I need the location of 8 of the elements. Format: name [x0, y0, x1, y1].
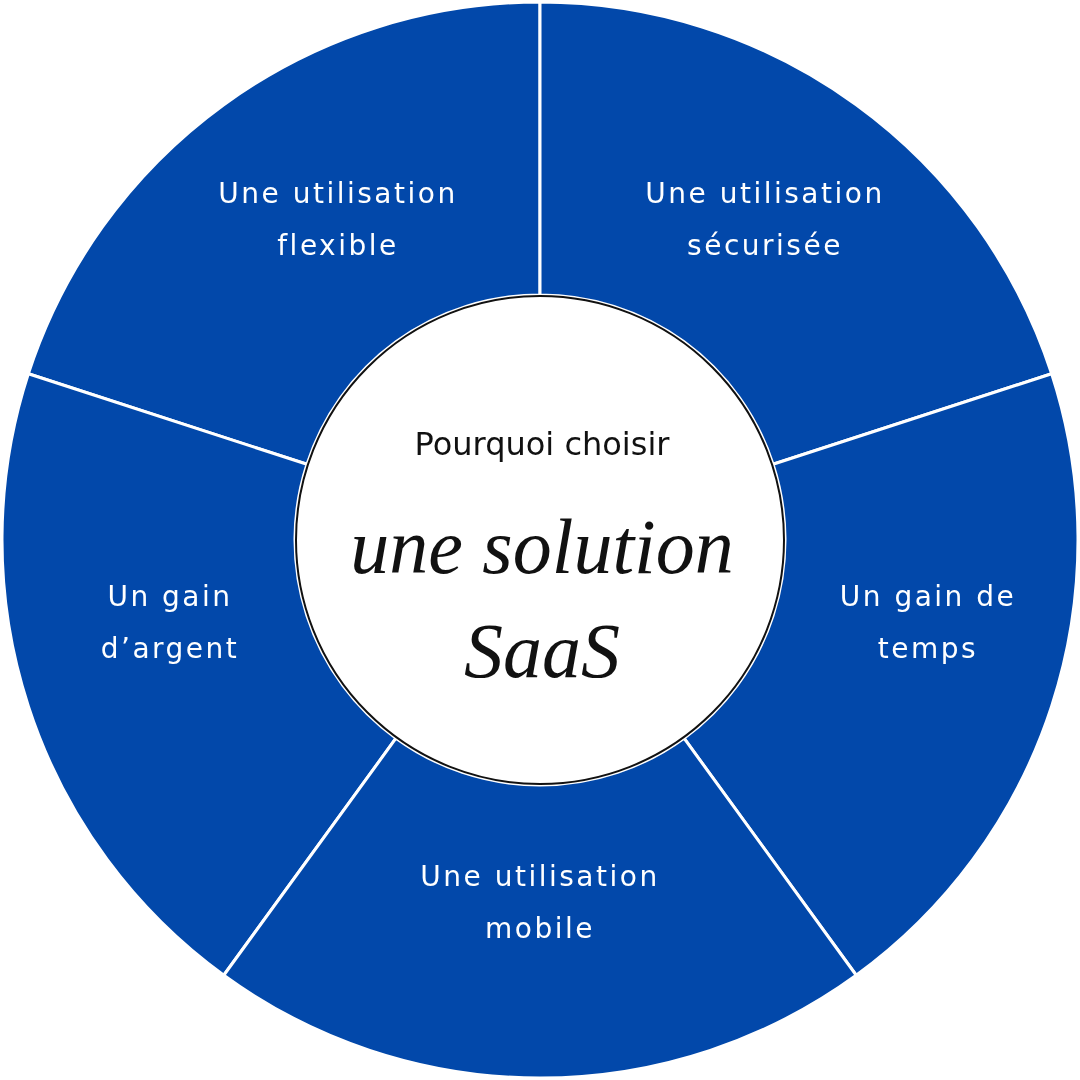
segment-label: Une utilisation sécurisée: [644, 176, 886, 264]
segment-label: Un gain d’argent: [99, 579, 241, 667]
intro-text: Pourquoi choisir: [414, 425, 670, 463]
segment-label: Une utilisation flexible: [217, 176, 459, 264]
heading-text: une solution SaaS: [349, 502, 735, 696]
segment-label: Une utilisation mobile: [419, 859, 661, 947]
ring-segment: [223, 738, 857, 1078]
segment-label: Un gain de temps: [838, 579, 1018, 667]
